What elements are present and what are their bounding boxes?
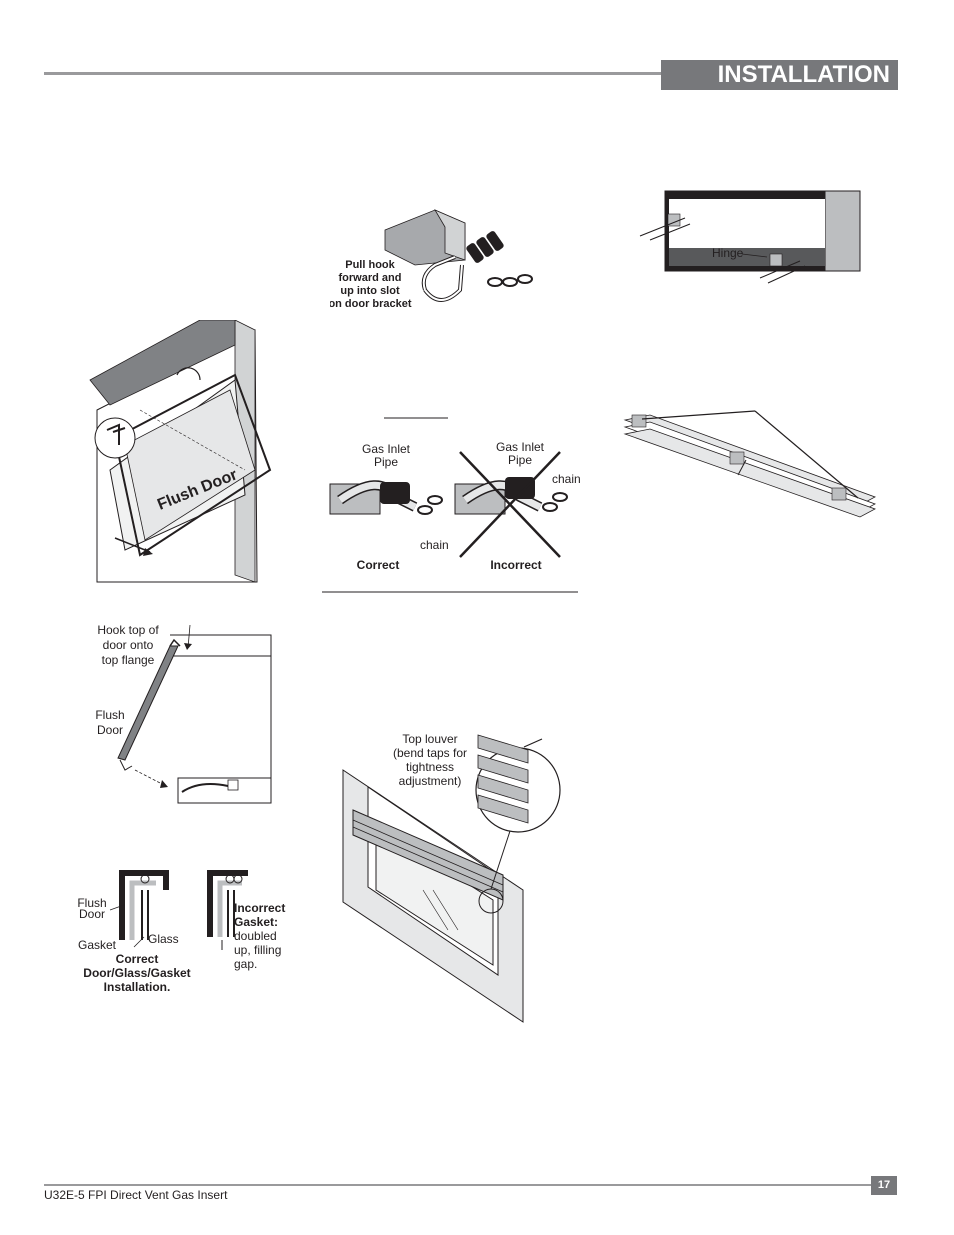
louver-label-4: adjustment) <box>399 774 462 788</box>
correct-label: Correct <box>357 558 400 572</box>
gas-pipe-figure: Gas Inlet Pipe chain Correct Gas Inlet P… <box>322 417 581 593</box>
incorrect-pipe-label-2: Pipe <box>508 453 532 467</box>
chain-label-incorrect: chain <box>552 472 581 486</box>
header-rule <box>44 72 662 75</box>
section-title: INSTALLATION <box>661 60 898 90</box>
louver-label-1: Top louver <box>402 732 457 746</box>
louver-label-3: tightness <box>406 760 454 774</box>
incorrect-label: Incorrect <box>490 558 541 572</box>
louver-assembly-figure <box>623 410 876 518</box>
correct-pipe-label-2: Pipe <box>374 455 398 469</box>
hook-top-figure: Hook top of door onto top flange Flush D… <box>95 623 272 804</box>
hook-top-label-2: door onto <box>103 638 154 652</box>
gasket-incorrect-2: Gasket: <box>234 915 278 929</box>
gasket-correct-3: Installation. <box>104 980 171 994</box>
hook-label-1: Pull hook <box>345 259 395 271</box>
gasket-flush-label-1: Flush <box>77 896 106 910</box>
gasket-correct-1: Correct <box>116 952 159 966</box>
top-louver-figure: Top louver (bend taps for tightness adju… <box>342 732 561 1023</box>
flush-door-label-1: Flush <box>95 708 124 722</box>
hook-label-4: on door bracket <box>330 298 412 310</box>
gasket-incorrect-1: Incorrect <box>234 901 285 915</box>
hook-label-2: forward and <box>339 272 402 284</box>
flush-door-figure: Flush Door <box>89 320 272 583</box>
page-number: 17 <box>871 1176 897 1195</box>
hinge-figure: Hinge <box>639 190 861 284</box>
hook-top-label-1: Hook top of <box>97 623 159 637</box>
hinge-label: Hinge <box>712 246 744 260</box>
document-title: U32E-5 FPI Direct Vent Gas Insert <box>44 1188 228 1202</box>
hook-top-label-3: top flange <box>102 653 155 667</box>
gasket-figure: Flush Door Gasket Glass Correct Door/Gla… <box>77 870 285 994</box>
gasket-flush-label-2: Door <box>79 907 105 921</box>
hook-bracket-figure: Pull hook forward and up into slot on do… <box>330 209 533 310</box>
flush-door-label-2: Door <box>97 723 123 737</box>
correct-pipe-label-1: Gas Inlet <box>362 442 411 456</box>
gasket-incorrect-desc-1: doubled <box>234 929 277 943</box>
gasket-incorrect-desc-2: up, filling <box>234 943 281 957</box>
correct-illustration <box>329 480 443 515</box>
glass-label: Glass <box>148 932 179 946</box>
gasket-correct-2: Door/Glass/Gasket <box>83 966 190 980</box>
incorrect-illustration <box>454 451 568 558</box>
louver-label-2: (bend taps for <box>393 746 467 760</box>
incorrect-pipe-label-1: Gas Inlet <box>496 440 545 454</box>
footer-rule <box>44 1184 873 1186</box>
chain-label-correct: chain <box>420 538 449 552</box>
gasket-label: Gasket <box>78 938 117 952</box>
gasket-incorrect-desc-3: gap. <box>234 957 257 971</box>
hook-label-3: up into slot <box>340 285 400 297</box>
